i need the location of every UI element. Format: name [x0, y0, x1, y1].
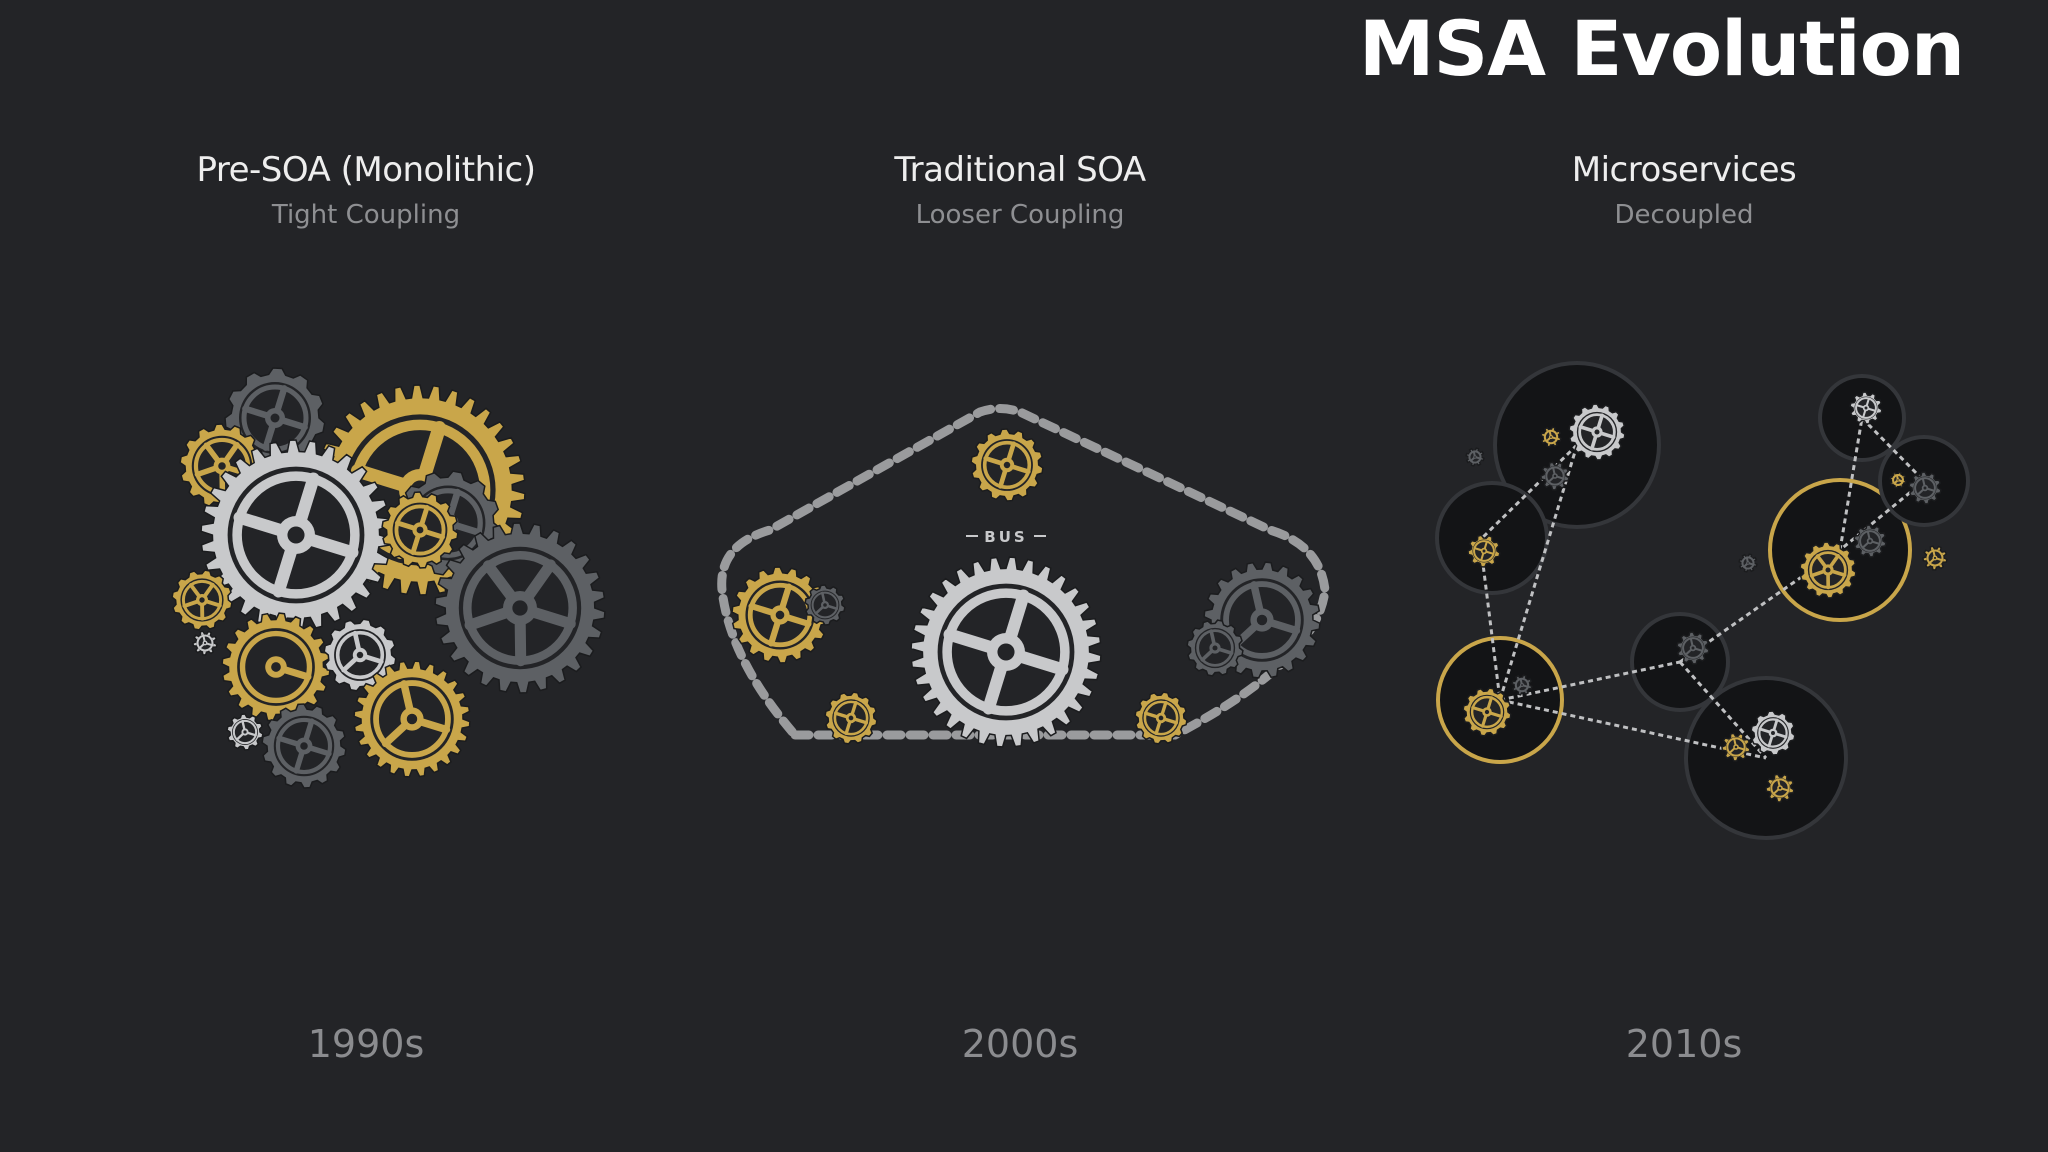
gold-gear-icon — [1721, 732, 1751, 762]
gold-gear-icon — [1134, 691, 1188, 745]
dark-gear-icon — [804, 584, 846, 626]
silver-gear-icon — [1750, 710, 1796, 756]
gold-gear-icon — [171, 569, 233, 631]
dark-gear-icon — [1908, 471, 1942, 505]
gold-gear-icon — [1799, 541, 1857, 599]
dark-gear-icon — [1853, 524, 1887, 558]
bus-label: BUS — [984, 528, 1027, 546]
dark-gear-icon — [1511, 674, 1533, 696]
silver-gear-icon — [1568, 403, 1626, 461]
dark-gear-icon — [1676, 631, 1710, 665]
gold-gear-icon — [221, 612, 331, 722]
service-link — [1478, 443, 1579, 542]
gold-gear-icon — [1765, 773, 1795, 803]
microservices-gears — [1435, 361, 1970, 840]
gold-gear-icon — [1889, 471, 1907, 489]
column-title: Microservices — [1571, 150, 1797, 190]
era-label-2010s: 2010s — [1625, 1022, 1743, 1066]
dark-gear-icon — [261, 703, 347, 789]
gold-gear-icon — [731, 566, 829, 664]
dark-gear-icon — [1738, 553, 1758, 573]
dark-gear-icon — [1540, 461, 1570, 491]
column-monolithic-header: Pre-SOA (Monolithic) Tight Coupling — [66, 150, 666, 230]
column-soa-header: Traditional SOA Looser Coupling — [720, 150, 1320, 230]
soa-bus-chain: BUS — [717, 404, 1330, 748]
era-label-1990s: 1990s — [307, 1022, 425, 1066]
page-title: MSA Evolution — [1358, 4, 1965, 93]
gold-gear-icon — [824, 691, 878, 745]
dark-gear-icon — [434, 522, 606, 694]
column-subtitle: Tight Coupling — [271, 200, 461, 230]
column-subtitle: Looser Coupling — [915, 200, 1125, 230]
column-title: Traditional SOA — [894, 150, 1146, 190]
silver-gear-icon — [200, 439, 392, 631]
column-microservices-header: Microservices Decoupled — [1384, 150, 1984, 230]
service-link — [1678, 660, 1768, 760]
dark-gear-icon — [1186, 619, 1244, 677]
dark-gear-icon — [1203, 561, 1321, 679]
silver-gear-icon — [1849, 391, 1883, 425]
gold-gear-icon — [381, 491, 459, 569]
silver-gear-icon — [910, 556, 1102, 748]
gold-gear-icon — [1462, 687, 1512, 737]
column-subtitle: Decoupled — [1614, 200, 1754, 230]
gold-gear-icon — [970, 428, 1044, 502]
gold-gear-icon — [1922, 545, 1948, 571]
service-link — [1860, 416, 1926, 483]
column-title: Pre-SOA (Monolithic) — [196, 150, 536, 190]
silver-gear-icon — [192, 630, 218, 656]
silver-gear-icon — [226, 713, 264, 751]
gold-gear-icon — [353, 660, 471, 778]
dark-gear-icon — [1465, 447, 1485, 467]
gold-gear-icon — [1467, 534, 1501, 568]
service-link — [1499, 660, 1681, 702]
monolith-gears-cluster — [171, 367, 606, 789]
gold-gear-icon — [1540, 426, 1562, 448]
era-label-2000s: 2000s — [961, 1022, 1079, 1066]
service-link — [1838, 417, 1864, 551]
